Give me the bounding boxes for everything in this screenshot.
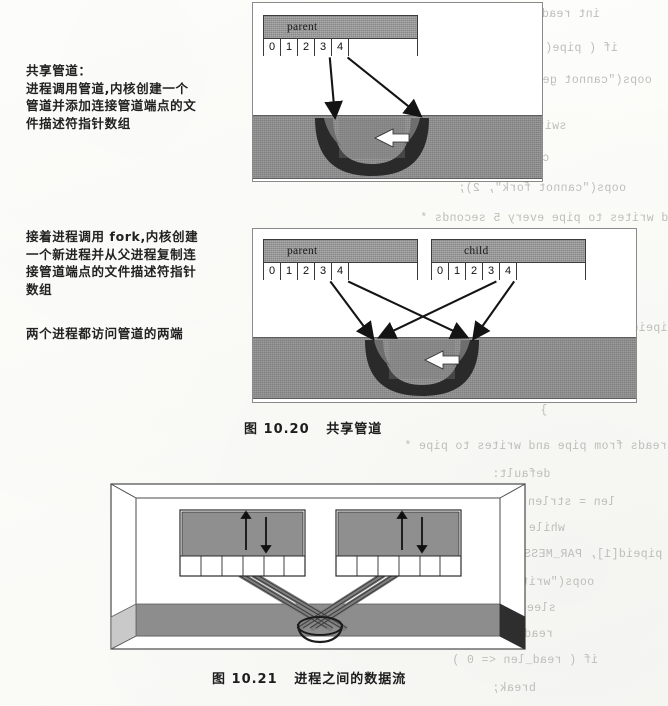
bleed-through-line: break; — [492, 682, 536, 695]
process-table-parent: parent 0 1 2 3 4 — [263, 239, 418, 280]
bleed-through-line: if ( read_len <= 0 ) — [452, 654, 599, 667]
pipe-bowl-shape — [361, 338, 483, 398]
kernel-space-band — [253, 115, 542, 179]
note-line: 件描述符指针数组 — [26, 115, 131, 131]
bleed-through-line: * child writes to pipe every 5 seconds * — [420, 212, 668, 225]
descriptor-cell: 1 — [281, 39, 298, 56]
descriptor-cell: 1 — [281, 263, 298, 280]
descriptor-cell: 3 — [315, 39, 332, 56]
figure-caption-10-21: 图 10.21 进程之间的数据流 — [212, 672, 407, 687]
descriptor-cell: 0 — [264, 263, 281, 280]
descriptor-cells: 0 1 2 3 4 — [264, 263, 417, 280]
note-line: 管道并添加连接管道端点的文 — [26, 98, 197, 113]
note-both-ends: 两个进程都访问管道的两端 — [26, 325, 248, 343]
descriptor-cell: 1 — [449, 263, 466, 280]
bleed-through-line: oops("cannot fork", 2); — [458, 182, 626, 195]
descriptor-cell-empty — [349, 263, 417, 280]
descriptor-cell-empty — [517, 263, 585, 280]
descriptor-cells: 0 1 2 3 4 — [432, 263, 585, 280]
descriptor-cells: 0 1 2 3 4 — [264, 39, 417, 56]
pipe-bowl-shape — [311, 116, 433, 178]
process-table-header: parent — [264, 16, 417, 39]
figure-10-20-panel-pipe-created: parent 0 1 2 3 4 — [252, 2, 543, 182]
descriptor-cell: 2 — [298, 263, 315, 280]
descriptor-cell: 0 — [264, 39, 281, 56]
bleed-through-line: * parent reads from pipe and writes to p… — [404, 440, 667, 453]
process-table-header: child — [432, 240, 585, 263]
note-line: 数组 — [26, 281, 53, 297]
process-label: child — [464, 245, 489, 257]
note-line: 一个新进程并从父进程复制连 — [26, 246, 197, 262]
process-table-parent: parent 0 1 2 3 4 — [263, 15, 418, 56]
process-label: parent — [287, 21, 318, 33]
process-table-header: parent — [264, 240, 417, 263]
descriptor-cell: 3 — [483, 263, 500, 280]
note-line: 接着进程调用 fork,内核创建 — [26, 229, 199, 244]
descriptor-cell: 2 — [298, 39, 315, 56]
figure-10-20-panel-after-fork: parent 0 1 2 3 4 child 0 1 2 3 4 — [252, 228, 637, 403]
process-box-right — [335, 509, 462, 577]
process-label: parent — [287, 245, 318, 257]
bleed-through-line: } — [540, 404, 548, 417]
descriptor-cell: 4 — [500, 263, 517, 280]
descriptor-cell-empty — [349, 39, 417, 56]
note-fork: 接着进程调用 fork,内核创建 一个新进程并从父进程复制连 接管道端点的文件描… — [26, 228, 248, 298]
note-line: 接管道端点的文件描述符指针 — [26, 264, 197, 279]
descriptor-cell: 4 — [332, 39, 349, 56]
descriptor-cell: 2 — [466, 263, 483, 280]
figure-caption-10-20: 图 10.20 共享管道 — [244, 422, 383, 437]
process-table-child: child 0 1 2 3 4 — [431, 239, 586, 280]
note-line: 共享管道： — [26, 63, 92, 78]
note-line: 两个进程都访问管道的两端 — [26, 326, 184, 341]
descriptor-cell: 4 — [332, 263, 349, 280]
note-shared-pipe: 共享管道： 进程调用管道,内核创建一个 管道并添加连接管道端点的文 件描述符指针… — [26, 62, 248, 132]
descriptor-cell: 3 — [315, 263, 332, 280]
note-line: 进程调用管道,内核创建一个 — [26, 80, 189, 96]
process-box-left — [179, 509, 306, 577]
figure-10-21-kernel-room — [108, 462, 528, 652]
descriptor-cell: 0 — [432, 263, 449, 280]
